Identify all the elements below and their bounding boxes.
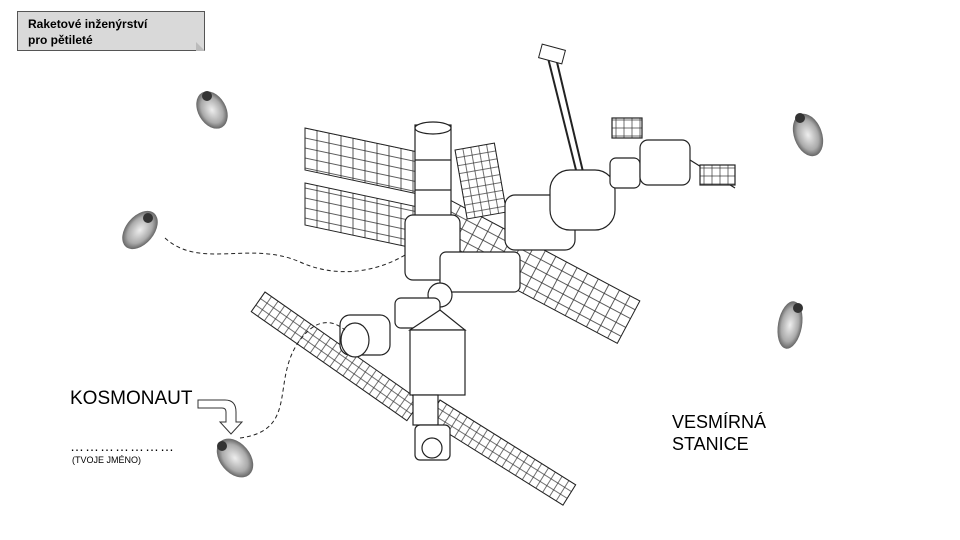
astronaut-icon bbox=[792, 113, 824, 157]
astronaut-icon bbox=[196, 91, 228, 129]
kosmonaut-label: KOSMONAUT bbox=[70, 388, 193, 409]
title-box: Raketové inženýrství pro pětileté bbox=[17, 11, 205, 51]
name-hint: (TVOJE JMÉNO) bbox=[72, 455, 141, 465]
title-line-1: Raketové inženýrství bbox=[28, 17, 148, 31]
station-label-line-1: VESMÍRNÁ bbox=[672, 412, 767, 432]
page-curl-icon bbox=[196, 42, 205, 51]
astronaut-icon bbox=[122, 210, 158, 250]
solar-panel-upper-left bbox=[304, 127, 416, 249]
title-line-2: pro pětileté bbox=[28, 33, 93, 47]
tether-lines bbox=[164, 237, 406, 439]
station-label: VESMÍRNÁ STANICE bbox=[672, 411, 766, 455]
solar-panel-core bbox=[454, 142, 508, 220]
station-label-line-2: STANICE bbox=[672, 434, 749, 454]
mast bbox=[537, 43, 585, 179]
astronaut-icon bbox=[216, 438, 254, 478]
arrow-icon bbox=[197, 399, 244, 435]
core-module bbox=[339, 117, 736, 461]
astronaut-icon bbox=[777, 301, 803, 349]
name-blank-line: ………………… bbox=[70, 438, 175, 454]
